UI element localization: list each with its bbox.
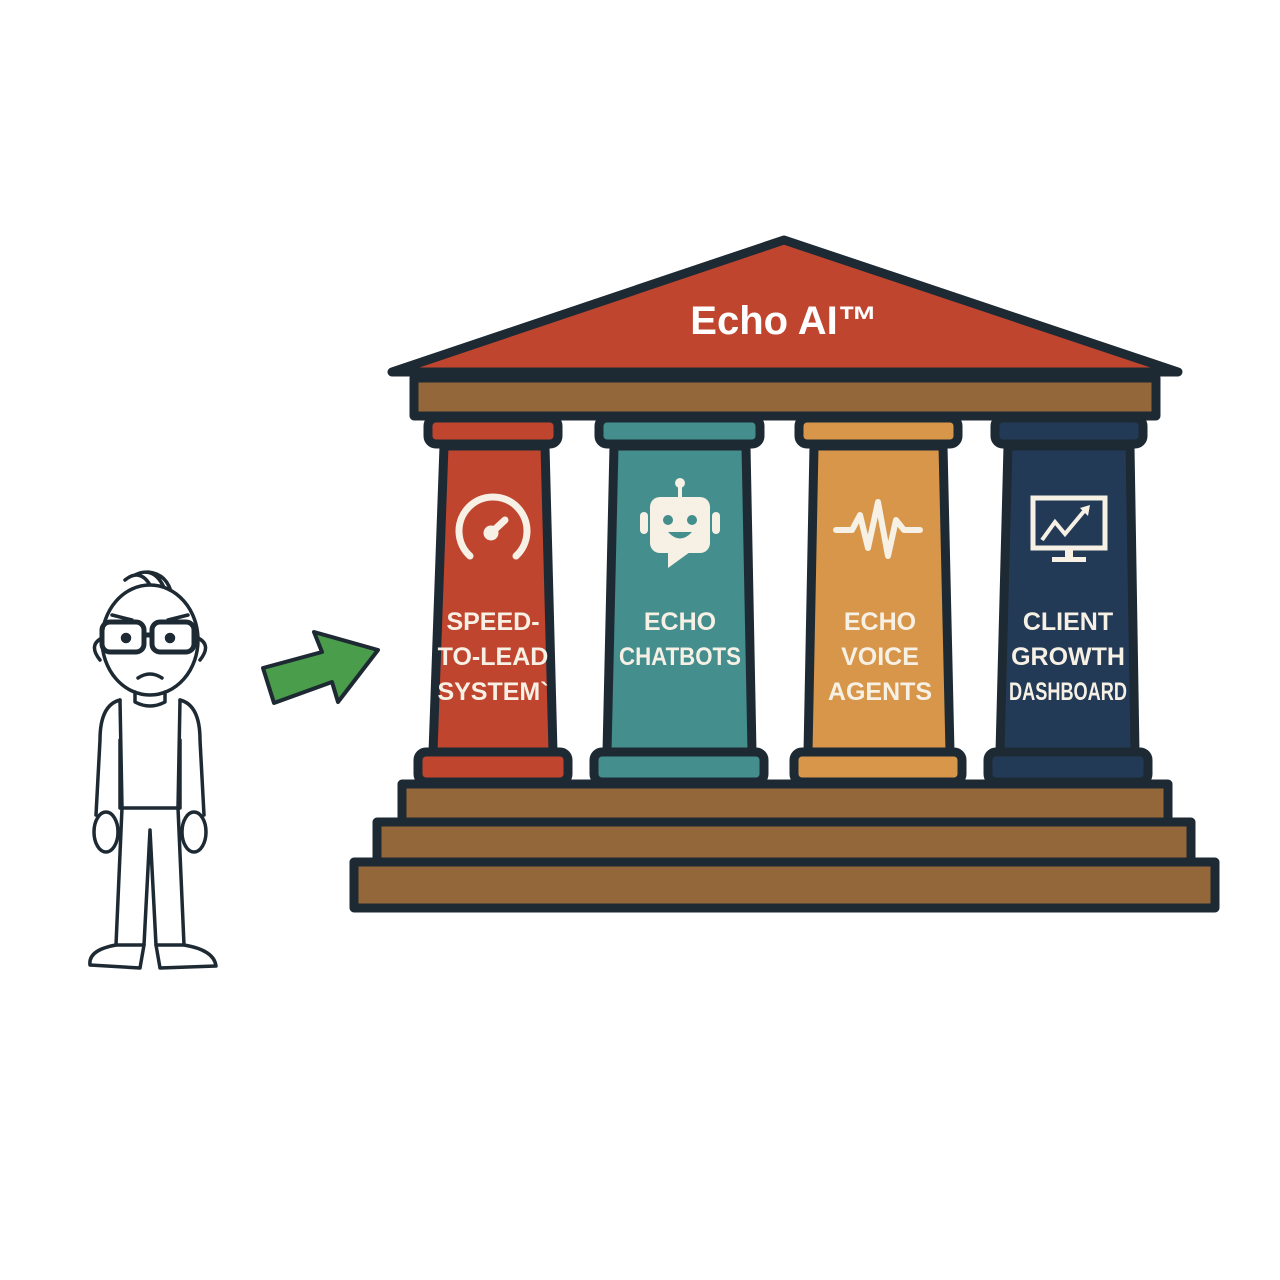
pillar-speed-to-lead: [413, 413, 573, 787]
roof-pediment: [387, 235, 1183, 377]
pillar-echo-chatbots: [589, 413, 769, 787]
waveform-icon: [833, 499, 923, 559]
pillar-label-client-growth-dashboard: CLIENT GROWTH DASHBOARD: [1009, 608, 1127, 706]
label-line: GROWTH: [1011, 643, 1125, 671]
label-line: AGENTS: [828, 678, 932, 706]
arrow-icon: [261, 630, 380, 705]
monitor-chart-icon: [1030, 495, 1108, 562]
speedometer-icon: [455, 493, 531, 560]
label-line: CLIENT: [1023, 608, 1113, 636]
label-line: CHATBOTS: [619, 643, 741, 671]
label-line: SYSTEM`: [437, 678, 548, 706]
label-line: ECHO: [644, 608, 716, 636]
step-top: [397, 779, 1173, 827]
step-middle: [372, 817, 1196, 867]
label-line: ECHO: [844, 608, 916, 636]
pillar-echo-voice-agents: [789, 413, 967, 787]
entablature: [409, 373, 1161, 421]
pillar-label-echo-chatbots: ECHO CHATBOTS: [619, 608, 741, 671]
step-bottom: [349, 857, 1220, 913]
label-line: DASHBOARD: [1009, 678, 1127, 706]
label-line: TO-LEAD: [438, 643, 549, 671]
robot-chat-icon: [640, 478, 720, 568]
pillar-client-growth-dashboard: [983, 413, 1153, 787]
temple-title: Echo AI™: [690, 299, 877, 343]
label-line: SPEED-: [446, 608, 539, 636]
worried-person-illustration: [88, 570, 218, 970]
pillar-label-echo-voice-agents: ECHO VOICE AGENTS: [828, 608, 932, 706]
pillar-label-speed-to-lead: SPEED- TO-LEAD SYSTEM`: [437, 608, 548, 706]
label-line: VOICE: [841, 643, 919, 671]
